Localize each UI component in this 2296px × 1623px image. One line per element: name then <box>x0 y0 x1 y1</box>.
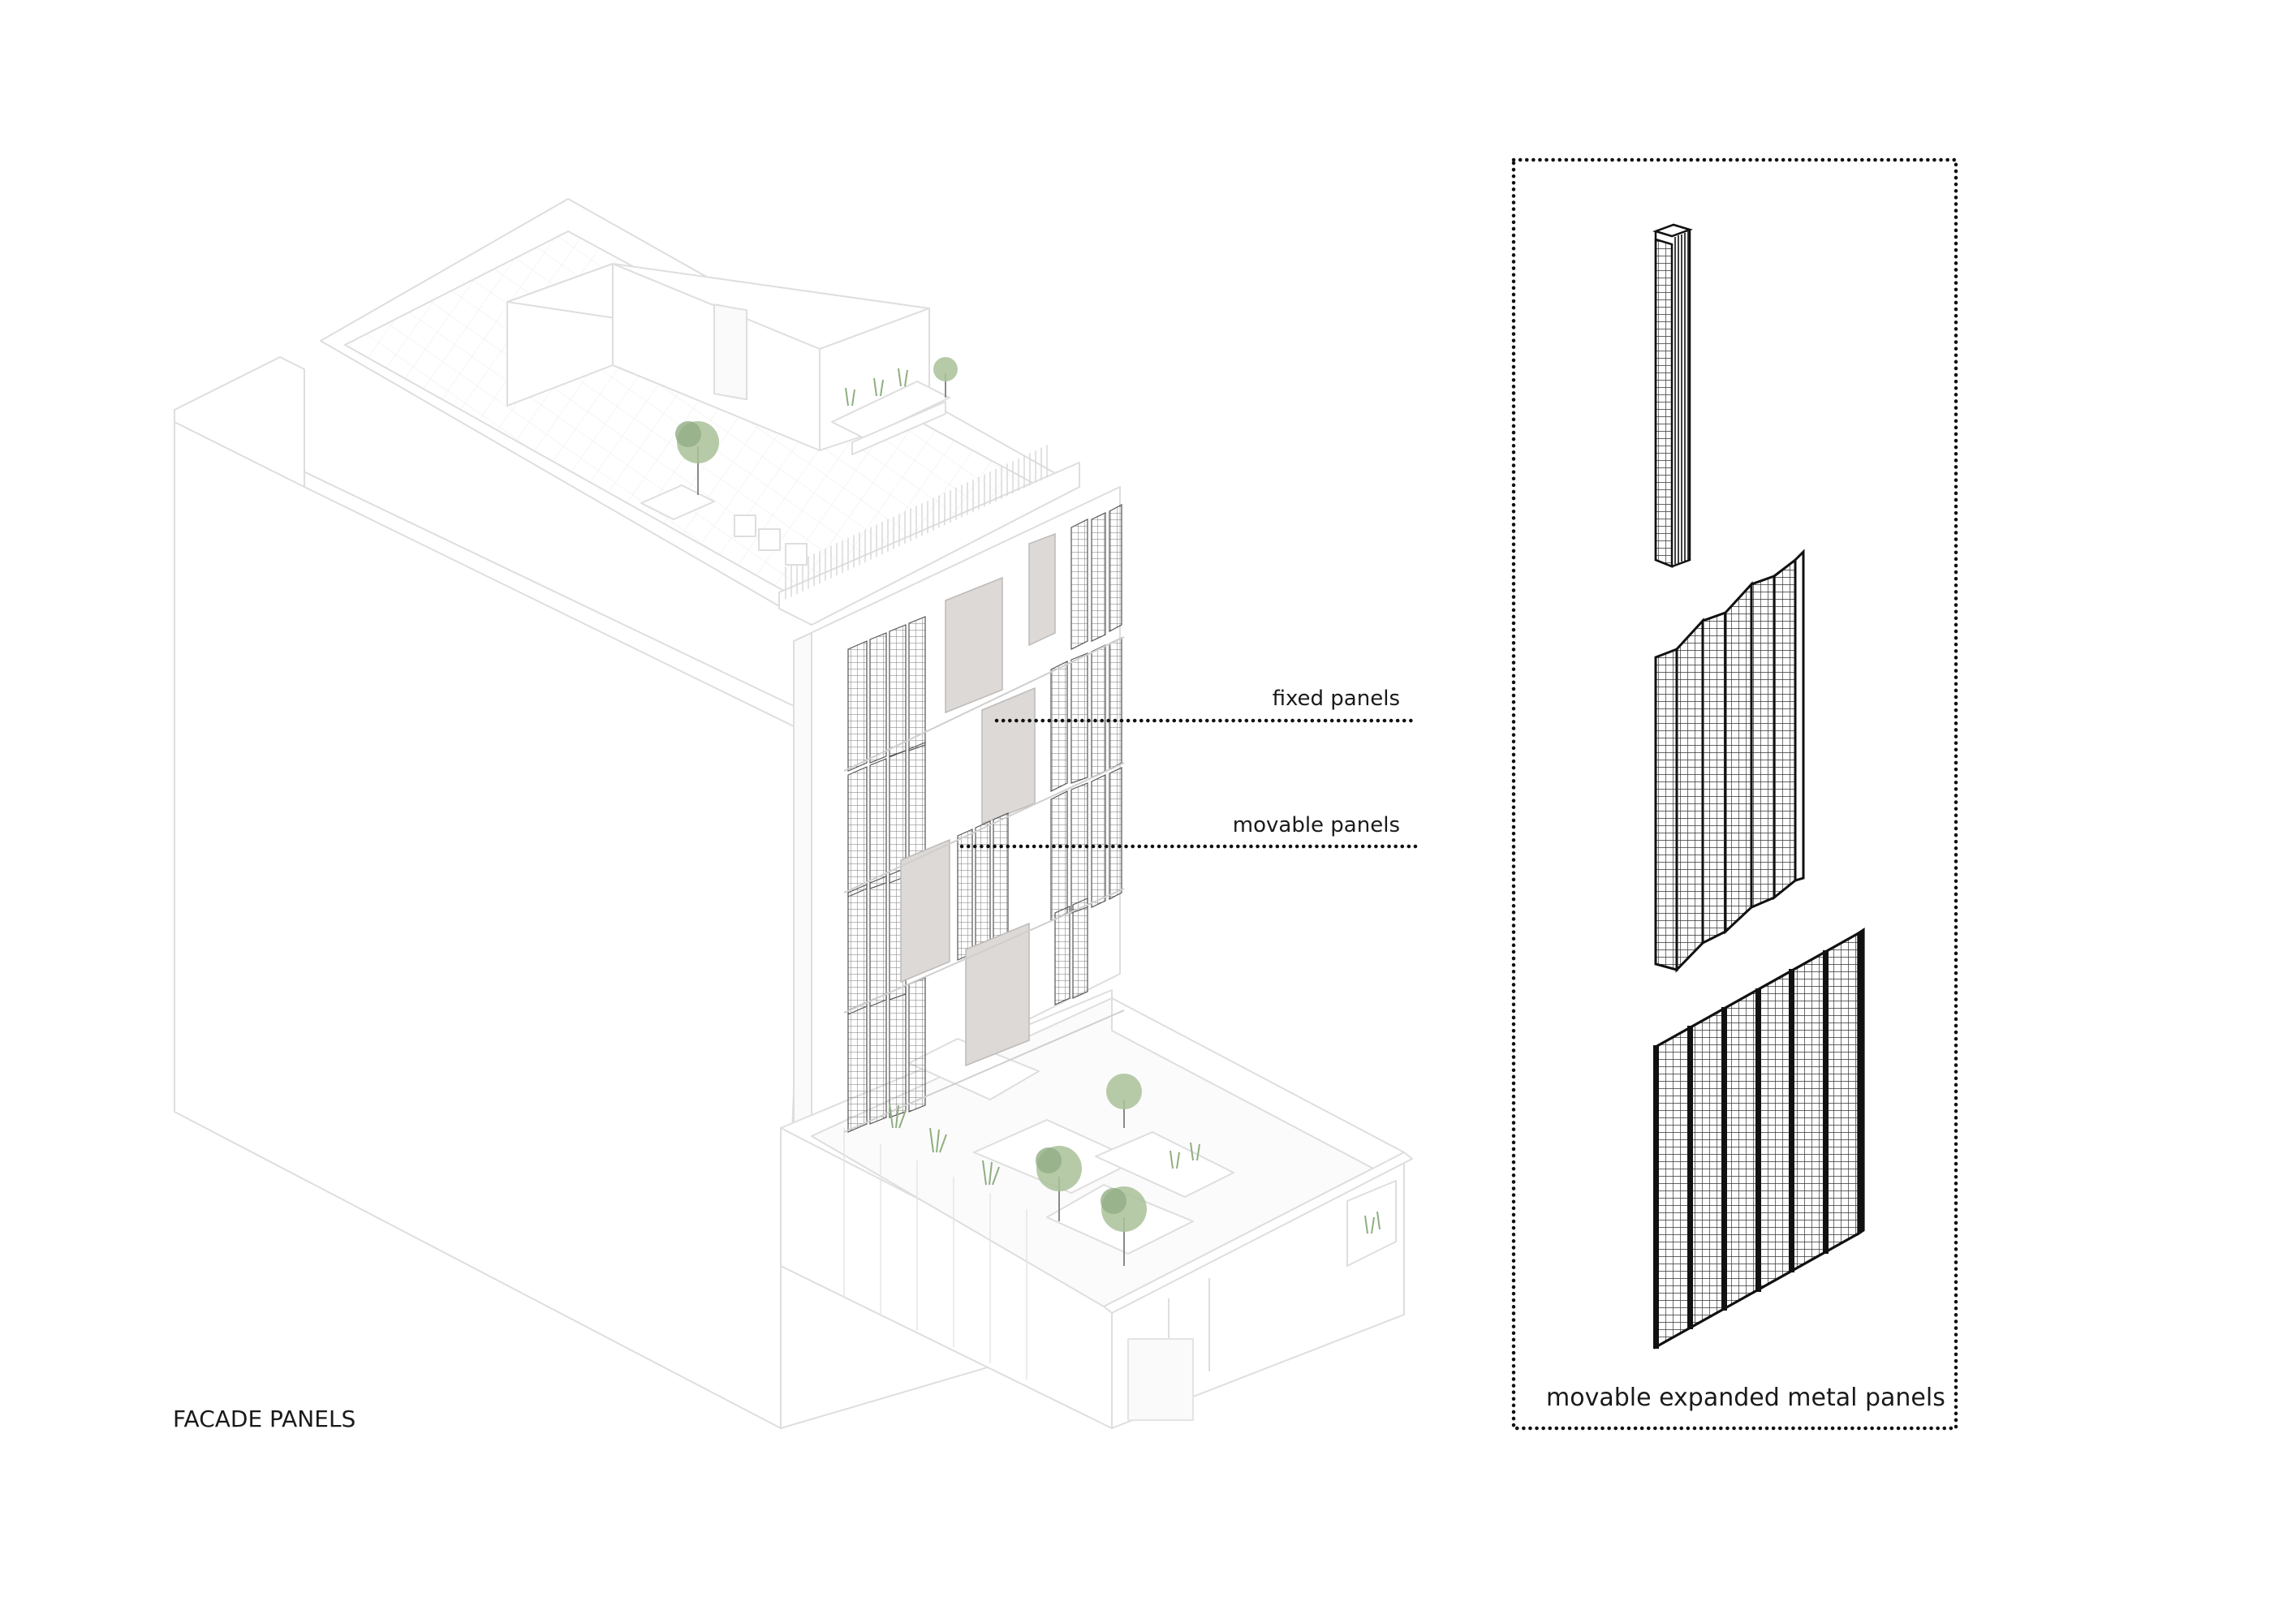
legend-frame <box>1511 157 1958 1431</box>
movable-panel-group <box>847 742 926 898</box>
step <box>908 1038 1040 1100</box>
tree <box>1101 1186 1147 1266</box>
callout-leaders <box>959 718 1419 849</box>
tree <box>933 357 958 398</box>
facade-panel-array <box>843 504 1125 1133</box>
fixed-panel <box>965 922 1030 1067</box>
movable-panel-group <box>1070 504 1122 650</box>
callout-movable-panels: movable panels <box>1232 813 1400 837</box>
tree <box>675 421 719 495</box>
planter-box <box>1346 1180 1397 1267</box>
fixed-panel <box>1028 532 1056 647</box>
side-wall-top <box>174 356 305 488</box>
tree <box>1036 1146 1082 1221</box>
drawing-title: FACADE PANELS <box>173 1406 356 1432</box>
garage-door <box>1127 1338 1194 1421</box>
street-wall-top <box>1103 1152 1413 1314</box>
panel-folded-closed <box>1652 223 1693 568</box>
tree <box>1106 1074 1142 1128</box>
ac-unit <box>734 514 756 537</box>
roof-bench <box>640 484 715 520</box>
callout-fixed-panels: fixed panels <box>1272 687 1400 711</box>
fixed-panel <box>981 687 1036 825</box>
roof-planter <box>831 381 950 439</box>
panel-partially-open <box>1654 549 1805 973</box>
movable-panel-group <box>847 616 926 772</box>
movable-panel-group <box>1050 637 1122 792</box>
roof-door <box>713 304 747 401</box>
facade-return <box>793 632 812 1137</box>
ac-unit <box>758 528 781 551</box>
movable-panel-group <box>1054 898 1088 1005</box>
vegetation <box>675 357 1381 1266</box>
movable-panel-group <box>847 977 926 1133</box>
legend-caption: movable expanded metal panels <box>1546 1384 1945 1412</box>
panel-fully-expanded <box>1653 928 1865 1350</box>
ac-unit <box>785 543 808 566</box>
legend-panel <box>1511 157 1958 1431</box>
building-isometric <box>174 198 1413 1429</box>
fixed-panel <box>900 838 950 984</box>
planter-box <box>1095 1131 1234 1198</box>
grass-clumps <box>845 368 1381 1234</box>
fixed-panel <box>945 576 1003 714</box>
side-wall <box>174 409 795 1429</box>
